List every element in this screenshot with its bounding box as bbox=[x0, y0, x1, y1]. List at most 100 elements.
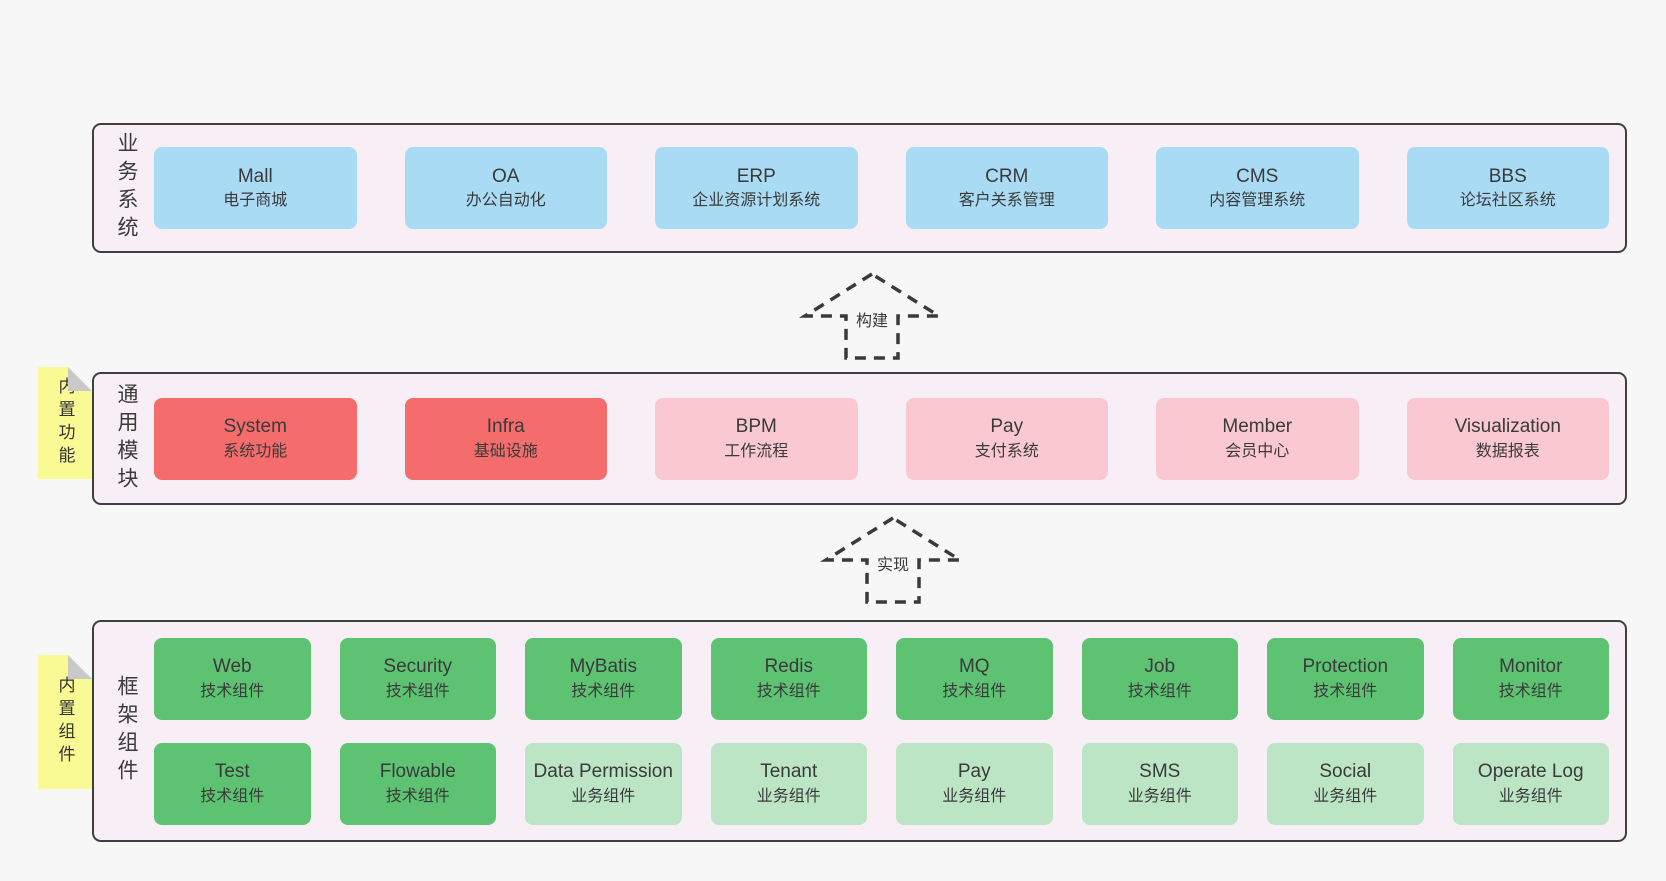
box-title: Redis bbox=[764, 656, 814, 677]
arrow-build: 构建 bbox=[797, 270, 947, 362]
box-title: Pay bbox=[990, 416, 1024, 437]
box-subtitle: 内容管理系统 bbox=[1209, 192, 1306, 210]
box-redis: Redis 技术组件 bbox=[710, 637, 867, 720]
box-social: Social 业务组件 bbox=[1267, 742, 1424, 825]
box-subtitle: 支付系统 bbox=[974, 442, 1039, 460]
box-title: Pay bbox=[957, 761, 991, 782]
box-title: BPM bbox=[735, 416, 777, 437]
box-title: Visualization bbox=[1454, 416, 1561, 437]
box-title: Protection bbox=[1302, 656, 1389, 677]
box-title: BBS bbox=[1488, 165, 1527, 187]
sticky-note-builtin-features: 内置功能 bbox=[38, 367, 92, 479]
dashed-up-arrow-icon bbox=[798, 271, 946, 360]
box-web: Web 技术组件 bbox=[154, 637, 311, 720]
box-subtitle: 技术组件 bbox=[756, 682, 821, 700]
box-subtitle: 技术组件 bbox=[385, 682, 450, 700]
box-subtitle: 业务组件 bbox=[1498, 787, 1563, 805]
box-pay: Pay 支付系统 bbox=[905, 397, 1108, 480]
box-title: OA bbox=[492, 165, 520, 187]
box-title: Security bbox=[383, 656, 453, 677]
common-modules-boxes: System 系统功能 Infra 基础设施 BPM 工作流程 Pay 支付系统 Member 会… bbox=[154, 397, 1609, 480]
box-title: Flowable bbox=[379, 761, 456, 782]
box-monitor: Monitor 技术组件 bbox=[1452, 637, 1609, 720]
box-subtitle: 业务组件 bbox=[571, 787, 636, 805]
box-title: Test bbox=[214, 761, 250, 782]
box-subtitle: 技术组件 bbox=[1127, 682, 1192, 700]
section-vertical-label: 框架组件 bbox=[115, 675, 138, 787]
box-subtitle: 业务组件 bbox=[1313, 787, 1378, 805]
box-title: Web bbox=[212, 656, 252, 677]
box-subtitle: 办公自动化 bbox=[465, 192, 546, 210]
box-subtitle: 技术组件 bbox=[1498, 682, 1563, 700]
box-title: CMS bbox=[1236, 165, 1279, 187]
box-subtitle: 客户关系管理 bbox=[958, 192, 1055, 210]
arrow-label: 实现 bbox=[873, 550, 913, 576]
box-title: Data Permission bbox=[533, 761, 673, 782]
section-vertical-label: 业务系统 bbox=[115, 132, 138, 244]
box-title: MyBatis bbox=[569, 656, 638, 677]
folded-corner-icon bbox=[68, 367, 92, 391]
box-subtitle: 技术组件 bbox=[1313, 682, 1378, 700]
sticky-note-label: 内置组件 bbox=[55, 676, 75, 768]
box-subtitle: 业务组件 bbox=[942, 787, 1007, 805]
box-visualization: Visualization 数据报表 bbox=[1406, 397, 1609, 480]
box-title: Mall bbox=[237, 165, 273, 187]
box-title: Social bbox=[1319, 761, 1372, 782]
box-subtitle: 数据报表 bbox=[1475, 442, 1540, 460]
box-cms: CMS 内容管理系统 bbox=[1156, 147, 1359, 229]
box-subtitle: 系统功能 bbox=[223, 442, 288, 460]
box-system: System 系统功能 bbox=[154, 397, 357, 480]
box-operate-log: Operate Log 业务组件 bbox=[1452, 742, 1609, 825]
box-subtitle: 企业资源计划系统 bbox=[692, 192, 821, 210]
box-security: Security 技术组件 bbox=[339, 637, 496, 720]
dashed-up-arrow-icon bbox=[819, 515, 967, 604]
arrow-label: 构建 bbox=[852, 306, 892, 332]
box-member: Member 会员中心 bbox=[1156, 397, 1359, 480]
box-test: Test 技术组件 bbox=[154, 742, 311, 825]
box-subtitle: 论坛社区系统 bbox=[1459, 192, 1556, 210]
box-title: System bbox=[223, 416, 287, 437]
folded-corner-icon bbox=[68, 655, 92, 679]
box-bbs: BBS 论坛社区系统 bbox=[1406, 147, 1609, 229]
sticky-note-label: 内置功能 bbox=[55, 377, 75, 469]
box-title: Infra bbox=[486, 416, 525, 437]
box-sms: SMS 业务组件 bbox=[1081, 742, 1238, 825]
section-vertical-label: 通用模块 bbox=[115, 382, 138, 495]
box-infra: Infra 基础设施 bbox=[404, 397, 607, 480]
box-title: MQ bbox=[958, 656, 990, 677]
section-common-modules: 通用模块 System 系统功能 Infra 基础设施 BPM 工作流程 Pay 支付系统 Me… bbox=[92, 372, 1627, 505]
box-subtitle: 工作流程 bbox=[724, 442, 789, 460]
box-title: Operate Log bbox=[1477, 761, 1584, 782]
box-subtitle: 技术组件 bbox=[200, 787, 265, 805]
box-title: Member bbox=[1222, 416, 1293, 437]
box-protection: Protection 技术组件 bbox=[1267, 637, 1424, 720]
box-subtitle: 技术组件 bbox=[571, 682, 636, 700]
box-bpm: BPM 工作流程 bbox=[655, 397, 858, 480]
box-subtitle: 基础设施 bbox=[473, 442, 538, 460]
box-subtitle: 技术组件 bbox=[385, 787, 450, 805]
box-job: Job 技术组件 bbox=[1081, 637, 1238, 720]
sticky-note-builtin-components: 内置组件 bbox=[38, 655, 92, 789]
box-title: SMS bbox=[1139, 761, 1181, 782]
box-title: Job bbox=[1144, 656, 1176, 677]
box-mq: MQ 技术组件 bbox=[896, 637, 1053, 720]
box-title: Monitor bbox=[1499, 656, 1563, 677]
box-oa: OA 办公自动化 bbox=[404, 147, 607, 229]
box-subtitle: 会员中心 bbox=[1225, 442, 1290, 460]
box-flowable: Flowable 技术组件 bbox=[339, 742, 496, 825]
box-subtitle: 技术组件 bbox=[200, 682, 265, 700]
box-subtitle: 业务组件 bbox=[1127, 787, 1192, 805]
box-subtitle: 电子商城 bbox=[223, 192, 288, 210]
box-mybatis: MyBatis 技术组件 bbox=[525, 637, 682, 720]
arrow-implement: 实现 bbox=[818, 514, 968, 606]
box-pay: Pay 业务组件 bbox=[896, 742, 1053, 825]
box-subtitle: 技术组件 bbox=[942, 682, 1007, 700]
